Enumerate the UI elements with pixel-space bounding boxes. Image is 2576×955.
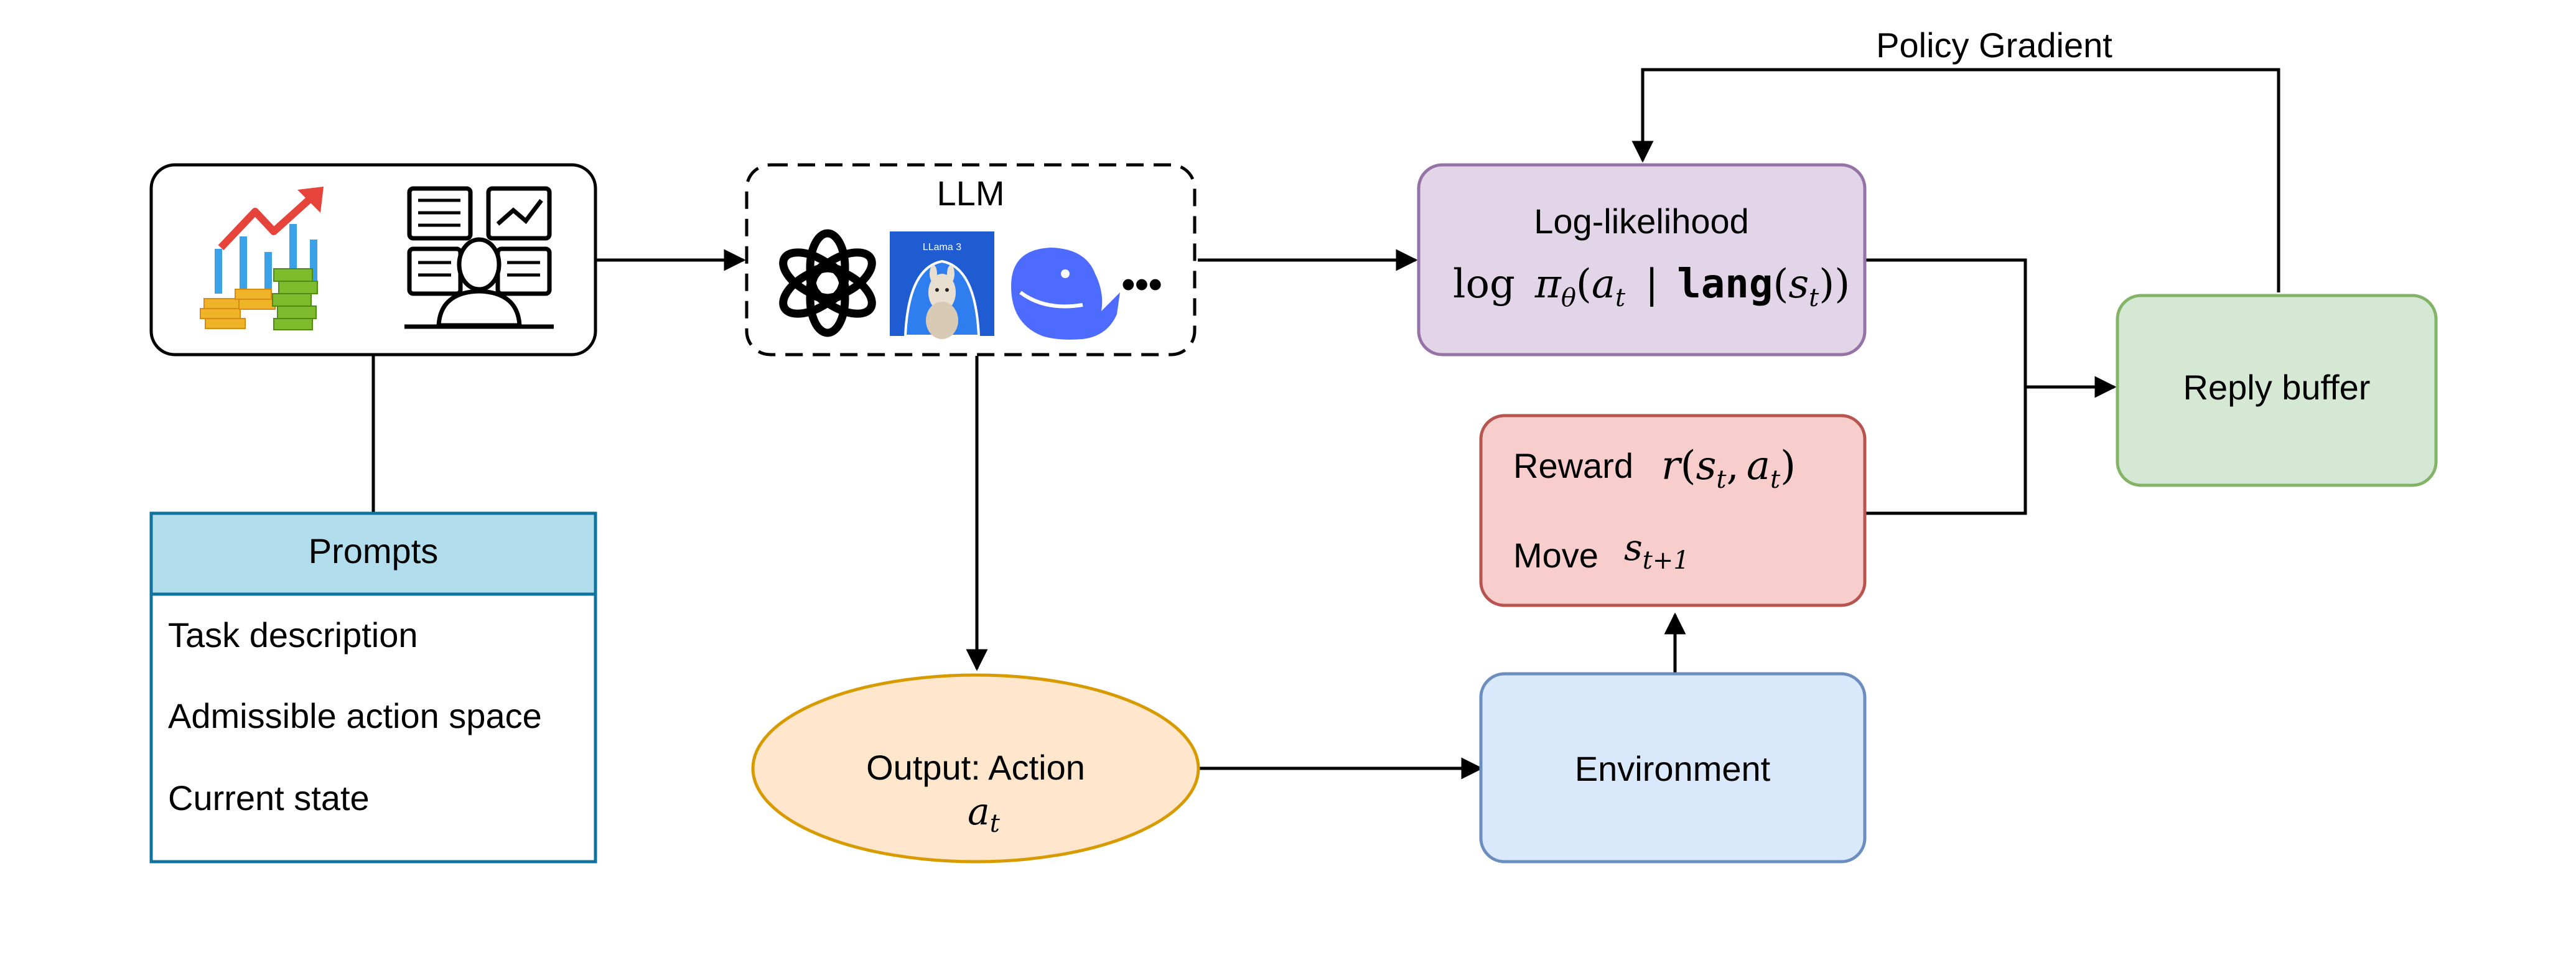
trader-screens-icon (404, 186, 554, 329)
finance-chart-coins-icon (200, 187, 324, 330)
llm-more-ellipsis: ••• (1121, 263, 1162, 306)
connector-reward-junction (1865, 387, 2027, 515)
reward-box: Reward r(st,at) Move st+1 (1479, 414, 1867, 607)
log-likelihood-formula: log πθ(at | lang(st)) (1453, 261, 1850, 315)
output-action-label: Output: Action (866, 748, 1085, 787)
llm-box: LLM LLama 3 (745, 163, 1197, 356)
llama3-logo-icon: LLama 3 (890, 231, 994, 339)
prompts-item: Current state (168, 778, 370, 818)
reward-formula: r(st,at) (1661, 443, 1796, 494)
openai-logo-icon (779, 229, 876, 337)
output-action-formula: at (968, 790, 1001, 838)
prompts-item: Admissible action space (168, 696, 542, 735)
llama3-logo-label: LLama 3 (923, 242, 961, 253)
reply-buffer-box: Reply buffer (2116, 294, 2438, 487)
move-label: Move (1513, 536, 1598, 575)
reward-label: Reward (1513, 446, 1633, 485)
output-action-node: Output: Action at (751, 673, 1200, 864)
reply-buffer-label: Reply buffer (2183, 368, 2371, 407)
deepseek-whale-icon (1011, 248, 1120, 340)
prompts-title: Prompts (309, 531, 439, 571)
move-formula: st+1 (1624, 526, 1689, 575)
connectors (371, 68, 2280, 780)
log-likelihood-box: Log-likelihood log πθ(at | lang(st)) (1417, 163, 1867, 356)
llm-label: LLM (937, 174, 1005, 213)
connector-loglik-junction (1865, 258, 2027, 387)
prompts-item: Task description (168, 615, 418, 655)
environment-box: Environment (1479, 672, 1867, 864)
arrow-policy-gradient (1631, 68, 2280, 292)
images-box (149, 163, 597, 356)
policy-gradient-label: Policy Gradient (1876, 26, 2112, 65)
log-likelihood-title: Log-likelihood (1534, 202, 1749, 241)
prompts-card: Prompts Task description Admissible acti… (149, 511, 597, 864)
environment-label: Environment (1575, 749, 1771, 788)
